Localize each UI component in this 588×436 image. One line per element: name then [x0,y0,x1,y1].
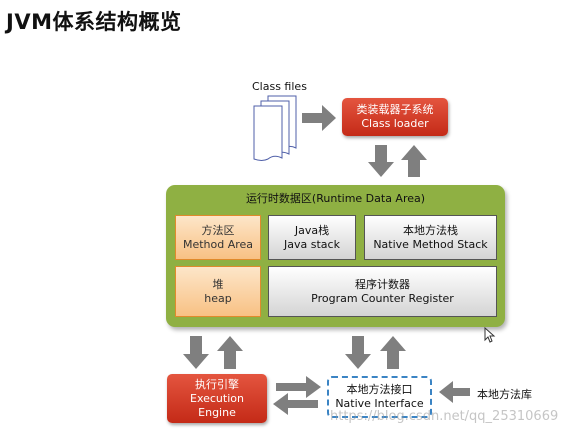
mouse-cursor-icon [484,327,496,343]
method-area-box: 方法区 Method Area [175,215,261,260]
native-stack-cn: 本地方法栈 [403,223,458,237]
java-stack-cn: Java栈 [294,223,330,237]
arrow-left-icon [439,381,470,403]
method-area-en: Method Area [182,237,254,251]
arrow-left-icon [273,393,318,415]
class-loader-box: 类装载器子系统 Class loader [342,98,448,136]
execution-engine-box: 执行引擎 Execution Engine [167,374,267,423]
heap-en: heap [204,291,232,305]
native-stack-box: 本地方法栈 Native Method Stack [364,215,497,260]
arrow-down-icon [368,145,394,177]
java-stack-en: Java stack [284,237,340,251]
native-stack-en: Native Method Stack [373,237,488,251]
execution-engine-cn: 执行引擎 [195,377,239,391]
native-interface-box: 本地方法接口 Native Interface [327,376,432,418]
pc-register-cn: 程序计数器 [355,277,410,291]
execution-engine-en-2: Engine [198,405,236,419]
page-title: JVM体系结构概览 [6,10,182,34]
arrow-up-icon [380,336,406,369]
class-files-icon [253,95,297,161]
arrow-up-icon [217,336,243,369]
class-files-label: Class files [252,80,307,93]
class-loader-cn: 类装载器子系统 [356,103,434,116]
arrow-right-icon [276,376,321,398]
heap-cn: 堆 [212,277,224,291]
arrow-down-icon [183,336,209,369]
arrow-right-icon [302,105,336,131]
runtime-data-area-title: 运行时数据区(Runtime Data Area) [245,192,426,205]
pc-register-box: 程序计数器 Program Counter Register [268,266,497,317]
method-area-cn: 方法区 [201,223,235,237]
heap-box: 堆 heap [175,266,261,317]
watermark: https://blog.csdn.net/qq_25310669 [330,409,559,424]
arrow-up-icon [401,145,427,177]
native-interface-en: Native Interface [335,397,424,410]
arrow-down-icon [345,336,371,369]
execution-engine-en-1: Execution [190,391,244,405]
class-loader-en: Class loader [361,117,429,130]
java-stack-box: Java栈 Java stack [268,215,356,260]
native-interface-cn: 本地方法接口 [346,383,413,396]
native-library-label: 本地方法库 [477,388,532,401]
pc-register-en: Program Counter Register [311,291,454,305]
